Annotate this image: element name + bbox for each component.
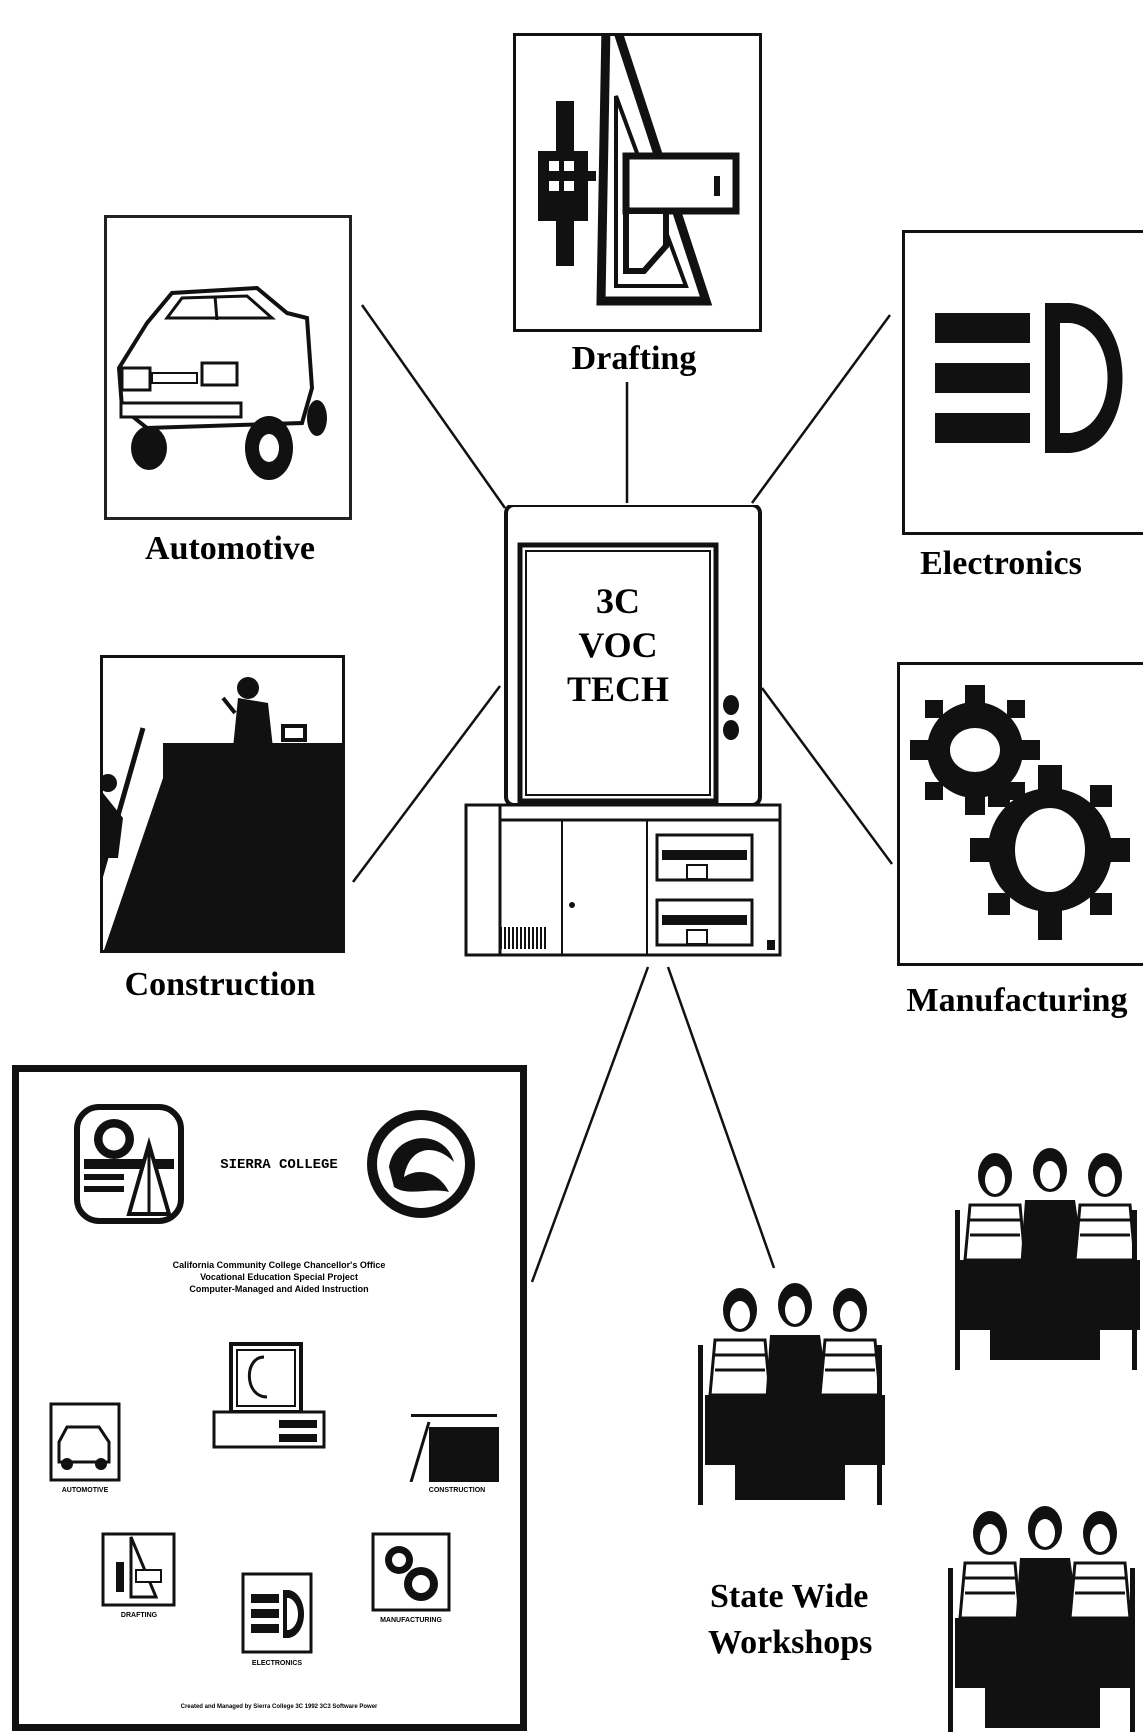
workshop-group-right-bottom — [948, 1506, 1135, 1732]
drafting-triangle-icon — [538, 36, 740, 306]
automotive-frame — [104, 215, 352, 520]
logic-gate-icon — [935, 303, 1123, 453]
line-manufacturing — [760, 687, 894, 865]
automotive-label: Automotive — [145, 530, 315, 567]
cover-mini-automotive: AUTOMOTIVE — [61, 1487, 109, 1494]
cover-footer: Created and Managed by Sierra College 3C… — [180, 1704, 378, 1710]
workshop-group-right-top — [955, 1148, 1140, 1370]
computer-icon — [464, 505, 782, 957]
line-workshops — [666, 966, 776, 1269]
cover-drafting-icon — [101, 1532, 176, 1607]
cover-mini-drafting: DRAFTING — [120, 1612, 158, 1619]
car-icon — [116, 285, 327, 480]
cover-line-1: California Community College Chancellor'… — [172, 1260, 386, 1270]
cover-mini-manufacturing: MANUFACTURING — [380, 1617, 442, 1624]
workshop-group-center — [698, 1283, 885, 1505]
gears-icon — [910, 685, 1130, 940]
workshops-label-line-1: State Wide — [710, 1578, 869, 1615]
drafting-frame — [513, 33, 762, 332]
line-electronics — [750, 314, 892, 504]
computer: 3C VOC TECH — [462, 505, 802, 967]
construction-frame — [100, 655, 345, 953]
line-automotive — [360, 304, 507, 509]
cover-page: SIERRA COLLEGE California Community Coll… — [12, 1065, 527, 1731]
drafting-label: Drafting — [571, 340, 697, 377]
line-cover — [530, 966, 650, 1283]
sierra-college-logo-icon — [74, 1104, 184, 1224]
construction-label: Construction — [124, 966, 316, 1003]
cover-gears-icon — [371, 1532, 451, 1612]
electronics-label: Electronics — [920, 545, 1082, 582]
cover-line-2: Vocational Education Special Project — [200, 1272, 358, 1282]
electronics-frame — [902, 230, 1143, 535]
center-title-line-3: TECH — [566, 669, 670, 709]
center-title-line-1: 3C — [596, 581, 640, 621]
cover-electronics-icon — [241, 1572, 313, 1654]
cover-computer-icon — [212, 1342, 326, 1449]
cover-line-3: Computer-Managed and Aided Instruction — [189, 1284, 369, 1294]
cover-construction-icon — [409, 1414, 499, 1482]
workshops-label-line-2: Workshops — [708, 1624, 873, 1661]
cover-college-name: SIERRA COLLEGE — [220, 1157, 338, 1173]
line-construction — [352, 685, 501, 883]
center-title-line-2: VOC — [578, 625, 658, 665]
manufacturing-frame — [897, 662, 1143, 966]
roofers-icon — [103, 677, 342, 950]
cover-mini-electronics: ELECTRONICS — [251, 1660, 303, 1667]
manufacturing-label: Manufacturing — [906, 982, 1128, 1019]
chancellor-seal-icon — [367, 1110, 475, 1218]
cover-car-icon — [49, 1402, 121, 1482]
cover-mini-construction: CONSTRUCTION — [428, 1487, 486, 1494]
